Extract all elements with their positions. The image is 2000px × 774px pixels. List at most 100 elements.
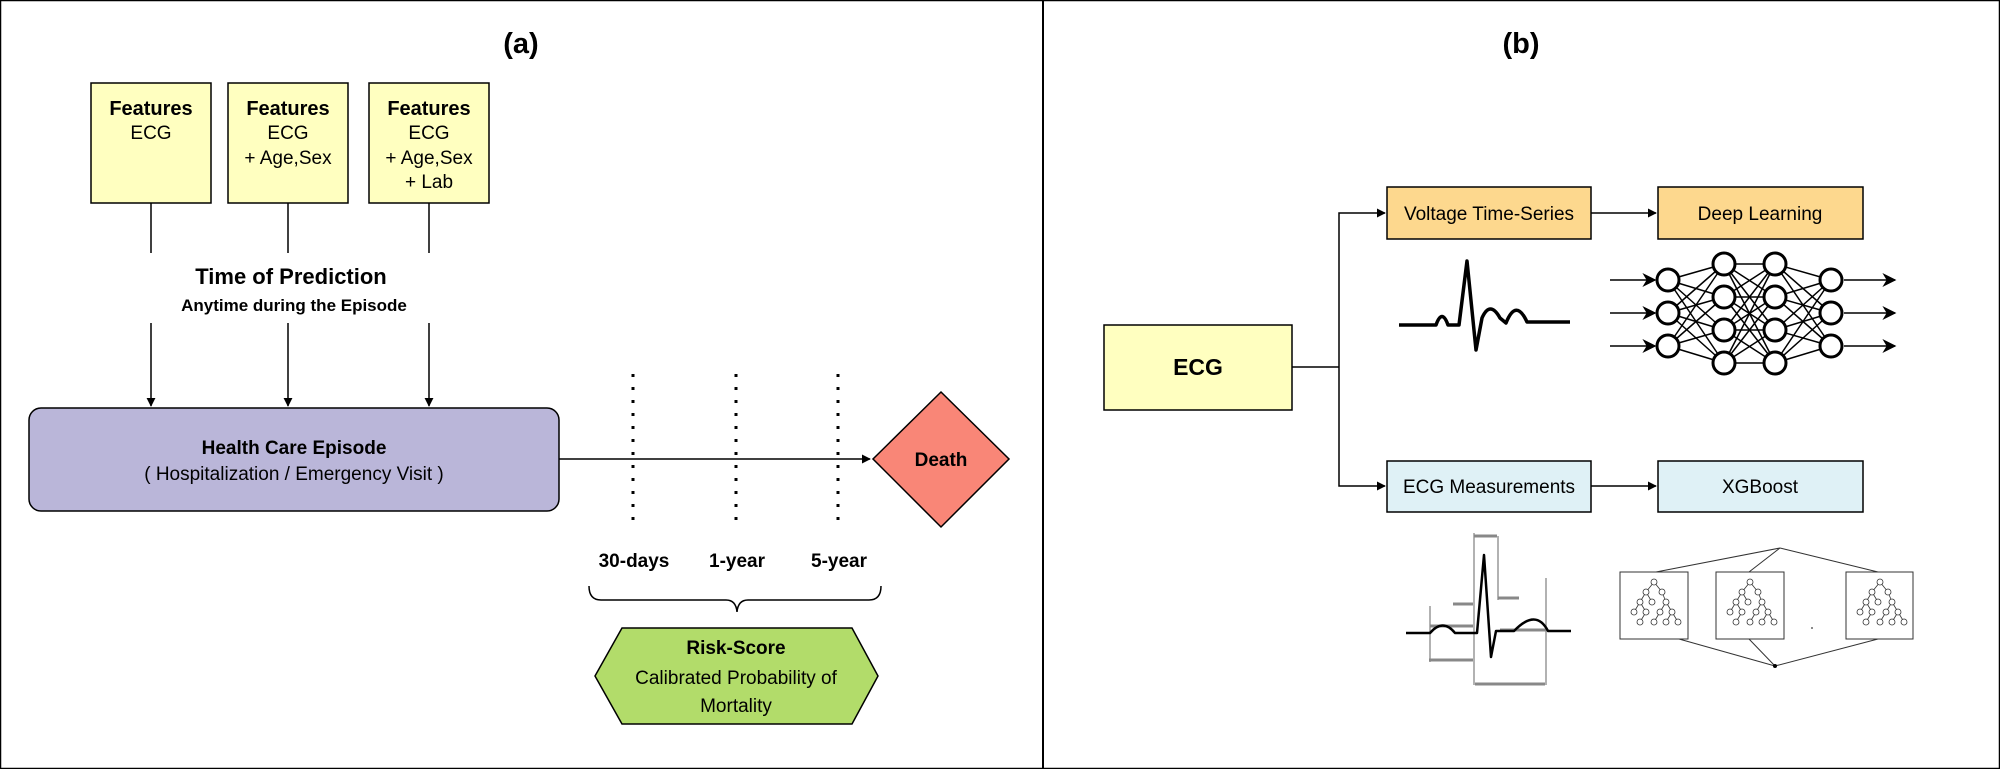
tree-node	[1630, 608, 1638, 616]
nn-node	[1655, 300, 1681, 326]
risk-score-line: Mortality	[700, 696, 772, 717]
tree-node	[1636, 598, 1644, 606]
neural-network-icon	[1610, 251, 1897, 376]
branch-connectors	[1292, 208, 1657, 491]
tree-node	[1862, 598, 1870, 606]
prediction-time-subtitle: Anytime during the Episode	[181, 296, 407, 315]
tree-node	[1732, 618, 1740, 626]
ecg-measurements-label: ECG Measurements	[1403, 477, 1575, 498]
nn-node	[1818, 267, 1844, 293]
tree-node	[1662, 618, 1670, 626]
tree-node	[1746, 578, 1754, 586]
tree-node	[1650, 578, 1658, 586]
feature-box-2: Features ECG + Age,Sex	[227, 82, 349, 204]
feature-box-line: ECG	[130, 123, 171, 144]
tree-node	[1746, 618, 1754, 626]
ecg-measurements-box: ECG Measurements	[1386, 460, 1592, 513]
tree-node	[1658, 588, 1666, 596]
ecg-measurement-icon	[1406, 533, 1571, 686]
voltage-time-series-label: Voltage Time-Series	[1404, 204, 1574, 225]
feature-box-line: + Lab	[405, 172, 453, 193]
health-care-episode-box: Health Care Episode ( Hospitalization / …	[28, 407, 560, 512]
nn-node	[1711, 317, 1737, 343]
tree-node	[1862, 618, 1870, 626]
nn-node	[1711, 251, 1737, 277]
tree-node	[1662, 598, 1670, 606]
prediction-time-title: Time of Prediction	[195, 264, 387, 289]
risk-score-line: Calibrated Probability of	[635, 668, 837, 689]
episode-title: Health Care Episode	[202, 438, 387, 459]
nn-node	[1762, 251, 1788, 277]
tree-node	[1650, 618, 1658, 626]
feature-box-line: + Age,Sex	[244, 148, 332, 169]
tree-node	[1758, 618, 1766, 626]
feature-box-title: Features	[109, 98, 192, 120]
panel-a-label: (a)	[503, 28, 538, 60]
nn-node	[1655, 267, 1681, 293]
voltage-time-series-box: Voltage Time-Series	[1386, 186, 1592, 240]
tree-node	[1636, 618, 1644, 626]
tree-node	[1648, 598, 1656, 606]
tree-node	[1764, 608, 1772, 616]
tree-node	[1876, 578, 1884, 586]
feature-box-1: Features ECG	[90, 82, 212, 204]
tree-node	[1744, 598, 1752, 606]
risk-score-node: Risk-Score Calibrated Probability of Mor…	[594, 627, 879, 725]
tree-node	[1888, 618, 1896, 626]
tree-node	[1738, 608, 1746, 616]
death-label: Death	[915, 450, 968, 471]
feature-box-3: Features ECG + Age,Sex + Lab	[368, 82, 490, 204]
feature-box-line: + Age,Sex	[385, 148, 473, 169]
deep-learning-label: Deep Learning	[1698, 204, 1823, 225]
nn-node	[1711, 350, 1737, 376]
tree-node	[1894, 608, 1902, 616]
tree-node	[1674, 618, 1682, 626]
death-node: Death	[871, 390, 1011, 529]
ecg-input-box: ECG	[1103, 324, 1293, 411]
panel-a: (a) Features ECG Features ECG + Age,Sex …	[28, 28, 1011, 725]
deep-learning-box: Deep Learning	[1657, 186, 1864, 240]
tree-node	[1884, 588, 1892, 596]
horizon-label-5-year: 5-year	[811, 551, 868, 572]
nn-node	[1762, 317, 1788, 343]
tree-node	[1874, 598, 1882, 606]
feature-box-title: Features	[387, 98, 470, 120]
xgboost-box: XGBoost	[1657, 460, 1864, 513]
feature-box-line: ECG	[267, 123, 308, 144]
horizon-markers	[631, 374, 840, 528]
tree-node	[1738, 588, 1746, 596]
panel-b: (b) ECG Voltage Time-Series Deep Learnin…	[1103, 28, 1914, 686]
tree-node	[1642, 588, 1650, 596]
tree-node	[1876, 618, 1884, 626]
horizon-label-1-year: 1-year	[709, 551, 766, 572]
nn-node	[1818, 333, 1844, 359]
nn-node	[1762, 284, 1788, 310]
feature-box-line: ECG	[408, 123, 449, 144]
panel-b-label: (b)	[1502, 28, 1539, 60]
tree-node	[1868, 588, 1876, 596]
feature-connectors	[146, 203, 434, 407]
tree-node	[1656, 608, 1664, 616]
nn-node	[1762, 350, 1788, 376]
horizon-label-30-days: 30-days	[599, 551, 670, 572]
xgboost-label: XGBoost	[1722, 477, 1799, 498]
tree-node	[1726, 608, 1734, 616]
risk-score-title: Risk-Score	[686, 638, 785, 659]
tree-node	[1758, 598, 1766, 606]
tree-node	[1732, 598, 1740, 606]
nn-node	[1711, 284, 1737, 310]
nn-node	[1655, 333, 1681, 359]
tree-node	[1888, 598, 1896, 606]
feature-box-title: Features	[246, 98, 329, 120]
ecg-waveform-icon	[1399, 259, 1570, 352]
tree-node	[1752, 608, 1760, 616]
tree-node	[1754, 588, 1762, 596]
horizon-brace	[588, 585, 882, 613]
tree-node	[1668, 608, 1676, 616]
tree-node	[1770, 618, 1778, 626]
ecg-input-label: ECG	[1173, 354, 1223, 380]
tree-ensemble-icon	[1619, 547, 1914, 668]
episode-subtitle: ( Hospitalization / Emergency Visit )	[144, 464, 444, 485]
